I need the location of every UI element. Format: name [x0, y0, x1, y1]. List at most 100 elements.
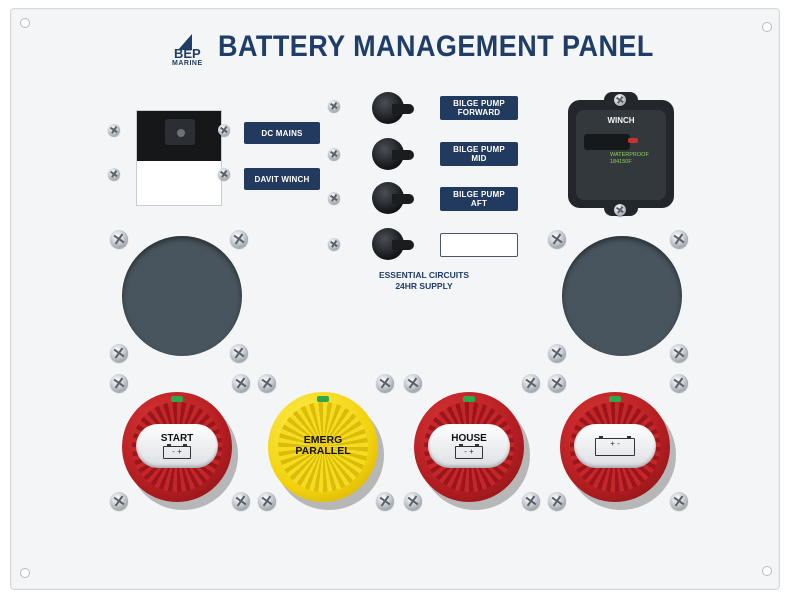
label-davit-winch-text: DAVIT WINCH [254, 174, 310, 184]
on-indicator [171, 396, 183, 402]
screw-icon [376, 374, 394, 392]
battery-switch-4[interactable]: + - [560, 392, 676, 510]
breaker-lever[interactable] [584, 134, 630, 150]
label-line2: AFT [470, 199, 488, 208]
screw-icon [232, 492, 250, 510]
screw-icon [110, 230, 128, 248]
screw-icon [548, 344, 566, 362]
knob-label-bar: + - [574, 424, 656, 468]
mounting-hole-bottom-right [762, 566, 772, 576]
sail-icon [178, 34, 192, 50]
knob-label: HOUSE [451, 433, 487, 444]
screw-icon [110, 344, 128, 362]
screw-icon [548, 230, 566, 248]
label-line2: FORWARD [457, 108, 501, 117]
rocker-switch-bilge-aft[interactable] [372, 182, 416, 214]
label-line1: BILGE PUMP [453, 190, 505, 199]
screw-icon [404, 492, 422, 510]
panel-title: BATTERY MANAGEMENT PANEL [218, 30, 654, 63]
screw-icon [670, 492, 688, 510]
screw-icon [232, 374, 250, 392]
rocker-lever [392, 150, 414, 160]
screw-icon [258, 374, 276, 392]
mounting-hole-bottom-left [20, 568, 30, 578]
label-dc-mains: DC MAINS [244, 122, 320, 144]
label-bilge-pump-forward: BILGE PUMP FORWARD [440, 96, 518, 120]
rocker-lever [392, 194, 414, 204]
knob-label: START [160, 433, 194, 444]
rocker-lever [392, 104, 414, 114]
knob-label-line2: PARALLEL [295, 445, 351, 457]
logo-brand: BEP [174, 46, 201, 61]
knob-grip [278, 402, 368, 492]
knob-label-bar: EMERG PARALLEL [282, 424, 364, 468]
vent-cover-right [562, 236, 682, 356]
trip-indicator [628, 138, 638, 143]
screw-icon [328, 238, 340, 250]
battery-polarity: + - [610, 439, 620, 448]
screw-icon [328, 148, 340, 160]
screw-icon [548, 492, 566, 510]
rocker-lever [392, 240, 414, 250]
mounting-hole-top-left [20, 18, 30, 28]
rocker-switch-bilge-mid[interactable] [372, 138, 416, 170]
screw-icon [218, 124, 230, 136]
breaker-spec: WATERPROOF 184150F [610, 152, 662, 166]
label-davit-winch: DAVIT WINCH [244, 168, 320, 190]
screw-icon [522, 374, 540, 392]
screw-icon [230, 230, 248, 248]
bep-marine-logo: BEP MARINE [172, 34, 212, 70]
breaker-toggle[interactable] [165, 119, 195, 145]
screw-icon [376, 492, 394, 510]
screw-icon [108, 168, 120, 180]
on-indicator [609, 396, 621, 402]
label-line1: BILGE PUMP [453, 145, 505, 154]
battery-switch-emerg-parallel[interactable]: EMERG PARALLEL [268, 392, 384, 510]
screw-icon [218, 168, 230, 180]
on-indicator [317, 396, 329, 402]
screw-icon [258, 492, 276, 510]
knob-label-bar: START - + [136, 424, 218, 468]
mounting-hole-top-right [762, 22, 772, 32]
screw-icon [328, 100, 340, 112]
breaker-housing [137, 111, 221, 161]
screw-icon [328, 192, 340, 204]
screw-icon [548, 374, 566, 392]
caption-line2: 24HR SUPPLY [395, 281, 453, 291]
winch-label: WINCH [607, 116, 635, 125]
screw-icon [110, 492, 128, 510]
spec-line2: 184150F [610, 159, 632, 165]
screw-icon [108, 124, 120, 136]
screw-icon [110, 374, 128, 392]
dc-mains-breaker[interactable] [136, 110, 222, 206]
screw-icon [670, 374, 688, 392]
screw-icon [614, 94, 626, 106]
label-bilge-pump-aft: BILGE PUMP AFT [440, 187, 518, 211]
essential-circuits-caption: ESSENTIAL CIRCUITS 24HR SUPPLY [376, 270, 472, 292]
label-blank [440, 233, 518, 257]
screw-icon [230, 344, 248, 362]
caption-line1: ESSENTIAL CIRCUITS [378, 270, 470, 280]
battery-switch-house[interactable]: HOUSE - + [414, 392, 530, 510]
battery-polarity: - + [172, 447, 182, 456]
knob-label-line1: EMERG [303, 434, 343, 446]
rocker-switch-bilge-forward[interactable] [372, 92, 416, 124]
screw-icon [670, 230, 688, 248]
screw-icon [522, 492, 540, 510]
label-line1: BILGE PUMP [453, 99, 505, 108]
spec-line1: WATERPROOF [610, 152, 649, 158]
battery-icon: + - [595, 436, 635, 456]
label-dc-mains-text: DC MAINS [261, 128, 303, 138]
screw-icon [670, 344, 688, 362]
winch-circuit-breaker[interactable]: WINCH WATERPROOF 184150F [562, 92, 680, 216]
knob-label-bar: HOUSE - + [428, 424, 510, 468]
rocker-switch-spare[interactable] [372, 228, 416, 260]
label-line2: MID [471, 154, 487, 163]
battery-icon: - + [163, 444, 191, 459]
screw-icon [404, 374, 422, 392]
battery-switch-start[interactable]: START - + [122, 392, 238, 510]
battery-icon: - + [455, 444, 483, 459]
vent-cover-left [122, 236, 242, 356]
breaker-face [576, 110, 666, 200]
battery-polarity: - + [464, 447, 474, 456]
